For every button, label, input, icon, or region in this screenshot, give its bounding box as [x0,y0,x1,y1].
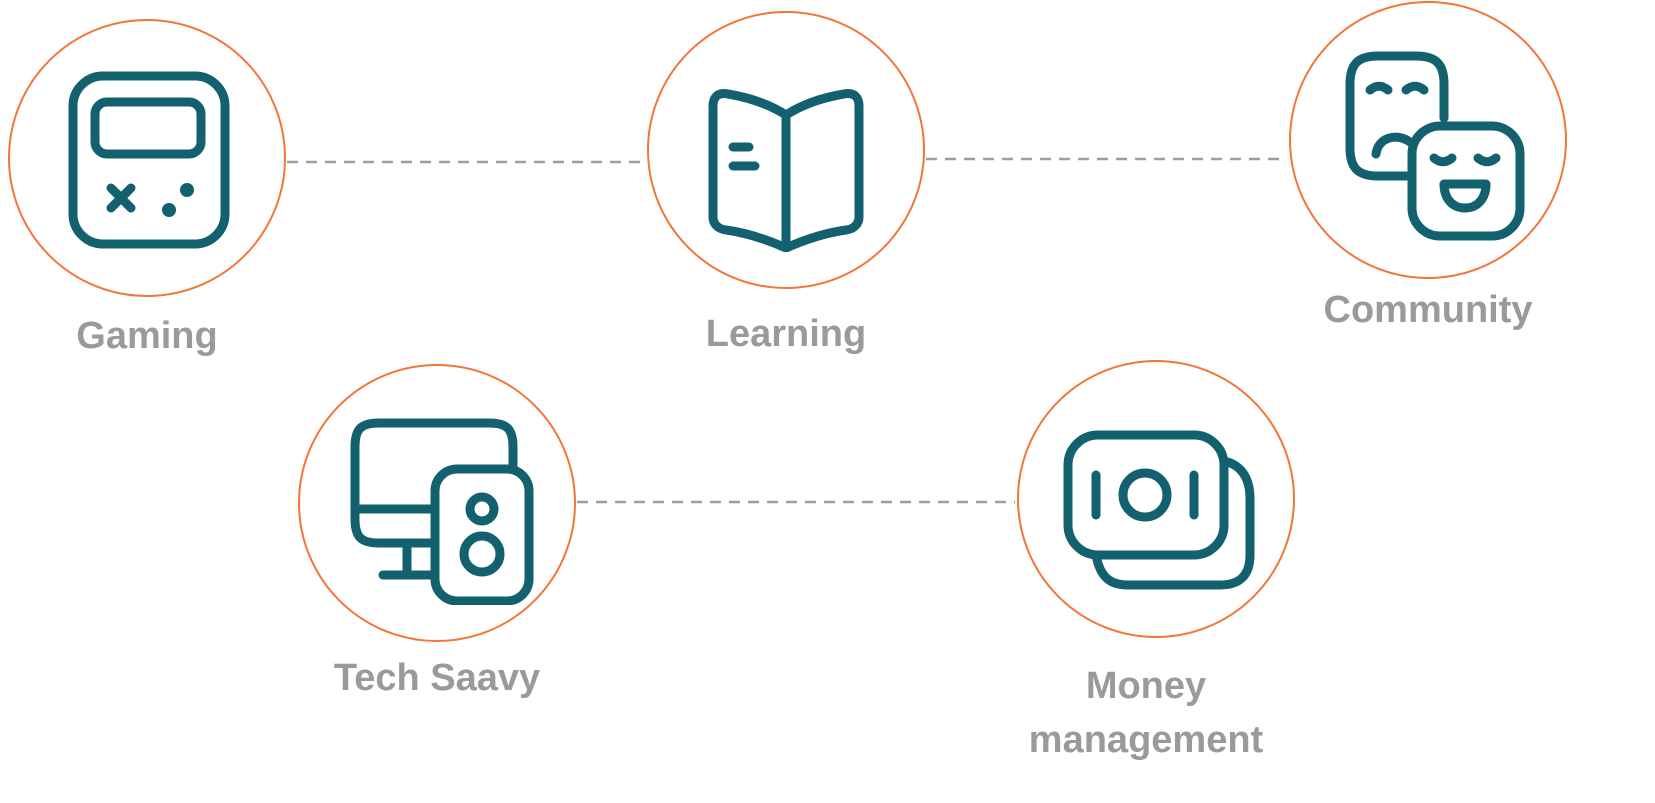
node-label: Tech Saavy [333,657,541,699]
node-label: Community [1323,289,1533,331]
desktop-speaker-icon [350,418,534,605]
node-circle [298,364,576,642]
node-circle [1017,360,1295,638]
node-circle [8,19,286,297]
node-circle [647,11,925,289]
gamepad-icon [68,71,230,249]
node-label: Learning [705,313,867,355]
cash-icon [1063,430,1255,590]
masks-icon [1345,51,1525,241]
node-circle [1289,1,1567,279]
open-book-icon [708,89,864,252]
node-label: Money management [1028,665,1264,761]
node-label: Gaming [76,315,218,357]
